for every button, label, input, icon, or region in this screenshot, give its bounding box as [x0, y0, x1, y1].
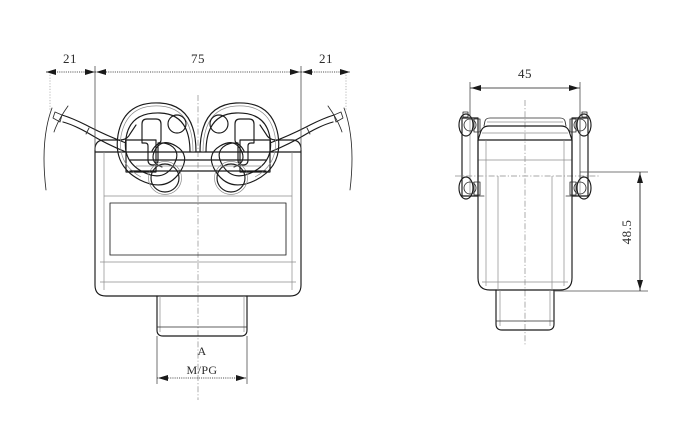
front-left-cam-spiral-outer — [116, 102, 197, 186]
dim-arrow-left-21-start — [46, 69, 56, 75]
front-body-outline — [94, 151, 302, 297]
front-left-shoulder — [94, 124, 137, 153]
front-right-lever-tip — [333, 111, 344, 123]
dim-label-gland-thread-size: M/PG — [187, 363, 218, 377]
dim-label-height-48-5: 48.5 — [619, 220, 634, 245]
front-right-boss — [239, 139, 271, 173]
dim-label-right-21: 21 — [319, 51, 333, 66]
front-right-cam-spiral-outer — [199, 102, 280, 186]
front-right-cam-lower-ring — [214, 161, 248, 195]
front-left-cam-lower-hole — [150, 163, 180, 193]
dim-arrow-right-21-start — [302, 69, 312, 75]
front-left-swing-arc — [43, 107, 53, 191]
front-left-cam-spiral-inner — [124, 112, 191, 177]
front-left-lever-bottom — [62, 121, 127, 153]
dim-arrow-gland-end — [236, 375, 246, 381]
side-left-pin-upper-face — [463, 118, 477, 132]
dim-label-side-45: 45 — [518, 66, 532, 81]
dim-arrow-right-21-end — [340, 69, 350, 75]
front-left-cam-lower-ring — [148, 161, 182, 195]
side-left-bracket-tab — [462, 111, 469, 118]
front-left-lever-top — [61, 114, 127, 144]
front-left-swing-arc-inner — [53, 105, 69, 133]
side-left-pin-lower-boss — [473, 181, 481, 196]
dim-arrow-height-top — [637, 173, 643, 183]
side-right-bracket-tab — [581, 111, 588, 118]
side-left-pin-lower — [458, 176, 474, 200]
side-left-pin-upper — [458, 113, 474, 137]
front-left-cam-spiral-outer-shadow — [120, 105, 194, 178]
side-right-pin-lower — [576, 176, 592, 200]
front-left-lever-notch — [85, 127, 90, 135]
side-right-pin-upper-boss — [569, 118, 577, 133]
front-left-cam-pivot-hole — [167, 114, 187, 134]
front-right-lever-top — [269, 114, 335, 144]
front-right-lever-bottom — [269, 121, 334, 153]
front-gland-stub — [156, 295, 248, 337]
front-right-cam-spiral-outer-shadow — [202, 105, 276, 178]
dim-label-left-21: 21 — [63, 51, 77, 66]
front-body-recess-panel-edge — [109, 202, 287, 256]
side-body-outline — [477, 139, 573, 291]
dim-arrow-gland-start — [158, 375, 168, 381]
side-right-pin-lower-boss — [569, 181, 577, 196]
front-right-shoulder — [259, 124, 302, 153]
front-left-lever-tip — [52, 111, 63, 123]
front-left-boss — [125, 139, 157, 173]
dim-label-gland-thread-type: A — [197, 344, 206, 358]
dim-arrow-height-bottom — [637, 280, 643, 290]
side-left-pin-lower-face — [463, 181, 477, 195]
side-top-cap-upper — [483, 117, 567, 127]
front-view-group — [43, 95, 353, 400]
front-right-cam-pivot-hole — [209, 114, 229, 134]
dim-arrow-center-75-end — [290, 69, 300, 75]
side-right-pin-lower-face — [573, 181, 587, 195]
front-right-cam-lower-hole — [216, 163, 246, 193]
front-right-cam-spiral-inner — [205, 112, 272, 177]
side-left-pin-upper-boss — [473, 118, 481, 133]
front-right-swing-arc — [343, 107, 353, 191]
front-right-swing-arc-inner — [327, 105, 343, 133]
dim-arrow-left-21-end — [85, 69, 95, 75]
dim-arrow-center-75-start — [96, 69, 106, 75]
side-gland-stub — [495, 289, 555, 331]
front-view-dimensions: 21 75 21 A M/PG — [46, 51, 350, 384]
front-right-cam-pawl — [234, 118, 255, 166]
dim-label-center-75: 75 — [191, 51, 205, 66]
front-left-cam-pawl — [141, 118, 162, 166]
side-right-pin-upper — [576, 113, 592, 137]
dim-arrow-side-45-start — [471, 85, 481, 91]
front-right-lever-notch — [306, 127, 311, 135]
side-view-dimensions: 45 48.5 — [469, 66, 648, 292]
dim-arrow-side-45-end — [569, 85, 579, 91]
side-top-cap — [477, 125, 573, 141]
side-view-group — [455, 100, 600, 345]
